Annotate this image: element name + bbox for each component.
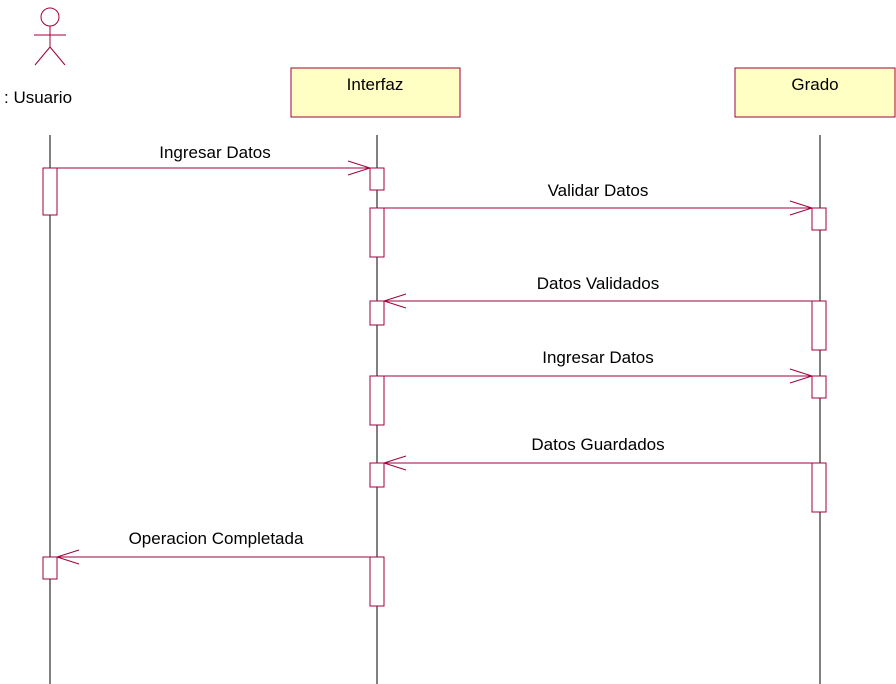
arrowhead-icon	[382, 293, 407, 309]
actor-head-icon	[40, 7, 60, 27]
object-label-grado: Grado	[791, 75, 838, 94]
activation-grado-3	[811, 375, 827, 399]
message-5: Datos Guardados	[382, 435, 812, 471]
message-2: Validar Datos	[384, 181, 814, 216]
activation-interfaz-6	[369, 556, 385, 607]
arrowhead-icon	[347, 160, 372, 176]
object-box-grado	[734, 67, 896, 118]
activation-usuario-1	[42, 167, 58, 216]
object-grado: Grado	[734, 67, 896, 118]
arrowhead-icon	[55, 549, 80, 565]
arrowhead-icon	[789, 200, 814, 216]
message-label: Ingresar Datos	[542, 348, 654, 367]
activation-grado-1	[811, 207, 827, 231]
message-label: Datos Validados	[537, 274, 660, 293]
object-label-interfaz: Interfaz	[347, 75, 404, 94]
activation-interfaz-5	[369, 462, 385, 488]
message-1: Ingresar Datos	[57, 143, 372, 176]
arrowhead-icon	[382, 455, 407, 471]
activation-interfaz-3	[369, 300, 385, 326]
activation-grado-4	[811, 462, 827, 513]
activation-interfaz-2	[369, 207, 385, 258]
message-label: Datos Guardados	[531, 435, 664, 454]
object-box-interfaz	[290, 67, 461, 118]
message-label: Validar Datos	[548, 181, 649, 200]
actor-label-usuario: : Usuario	[4, 88, 72, 107]
object-interfaz: Interfaz	[290, 67, 461, 118]
actor-usuario	[34, 7, 66, 66]
arrowhead-icon	[789, 368, 814, 384]
activation-usuario-2	[42, 556, 58, 580]
message-label: Operacion Completada	[129, 529, 304, 548]
activation-interfaz-4	[369, 375, 385, 426]
activation-interfaz-1	[369, 167, 385, 191]
message-4: Ingresar Datos	[384, 348, 814, 384]
message-3: Datos Validados	[382, 274, 812, 309]
message-6: Operacion Completada	[55, 529, 370, 565]
message-label: Ingresar Datos	[159, 143, 271, 162]
activation-grado-2	[811, 300, 827, 351]
